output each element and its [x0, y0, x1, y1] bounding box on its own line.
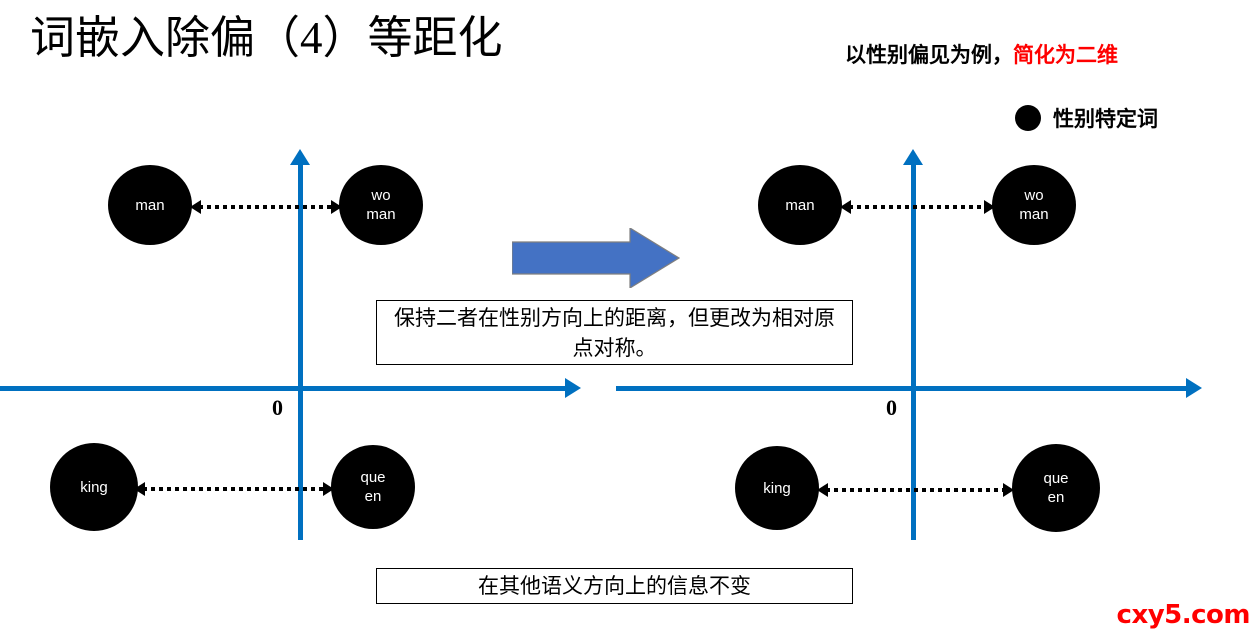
word-bubble-woman: wo man: [339, 165, 423, 245]
dotted-line: [826, 487, 1005, 492]
x-axis-arrowhead-left: [565, 378, 581, 398]
connector-man-woman-left: [190, 199, 342, 214]
legend-label: 性别特定词: [1053, 107, 1158, 131]
arrowhead-left-icon: [134, 481, 145, 496]
connector-king-queen-left: [134, 481, 334, 496]
x-axis-arrowhead-right: [1186, 378, 1202, 398]
arrowhead-left-icon: [817, 482, 828, 497]
y-axis-right: [911, 163, 916, 540]
y-axis-arrowhead-right: [903, 149, 923, 165]
y-axis-arrowhead-left: [290, 149, 310, 165]
x-axis-left: [0, 386, 565, 391]
connector-king-queen-right: [817, 482, 1014, 497]
page-title: 词嵌入除偏（4）等距化: [30, 13, 503, 63]
origin-label-right: 0: [886, 395, 897, 420]
callout-main-explanation: 保持二者在性别方向上的距离，但更改为相对原点对称。: [376, 300, 853, 365]
x-axis-right: [616, 386, 1186, 391]
arrowhead-left-icon: [840, 199, 851, 214]
arrowhead-right-icon: [1003, 482, 1014, 497]
dotted-line: [143, 486, 325, 491]
dotted-line: [849, 204, 986, 209]
word-bubble-queen: que en: [1012, 444, 1100, 532]
transition-arrow: [511, 226, 681, 290]
origin-label-left: 0: [272, 395, 283, 420]
arrowhead-right-icon: [331, 199, 342, 214]
caption-black-text: 以性别偏见为例，: [845, 43, 1013, 67]
arrowhead-left-icon: [190, 199, 201, 214]
black-filled-circle-icon: [1015, 105, 1041, 131]
word-bubble-king: king: [50, 443, 138, 531]
callout-bottom-note: 在其他语义方向上的信息不变: [376, 568, 853, 604]
arrowhead-right-icon: [323, 481, 334, 496]
y-axis-left: [298, 163, 303, 540]
word-bubble-woman: wo man: [992, 165, 1076, 245]
word-bubble-man: man: [758, 165, 842, 245]
word-bubble-queen: que en: [331, 445, 415, 529]
subtitle-caption: 以性别偏见为例，简化为二维: [845, 42, 1118, 68]
caption-red-text: 简化为二维: [1013, 43, 1118, 67]
word-bubble-king: king: [735, 446, 819, 530]
connector-man-woman-right: [840, 199, 995, 214]
dotted-line: [199, 204, 333, 209]
watermark: cxy5.com: [1116, 600, 1251, 630]
arrowhead-right-icon: [984, 199, 995, 214]
word-bubble-man: man: [108, 165, 192, 245]
legend: 性别特定词: [1015, 103, 1158, 133]
